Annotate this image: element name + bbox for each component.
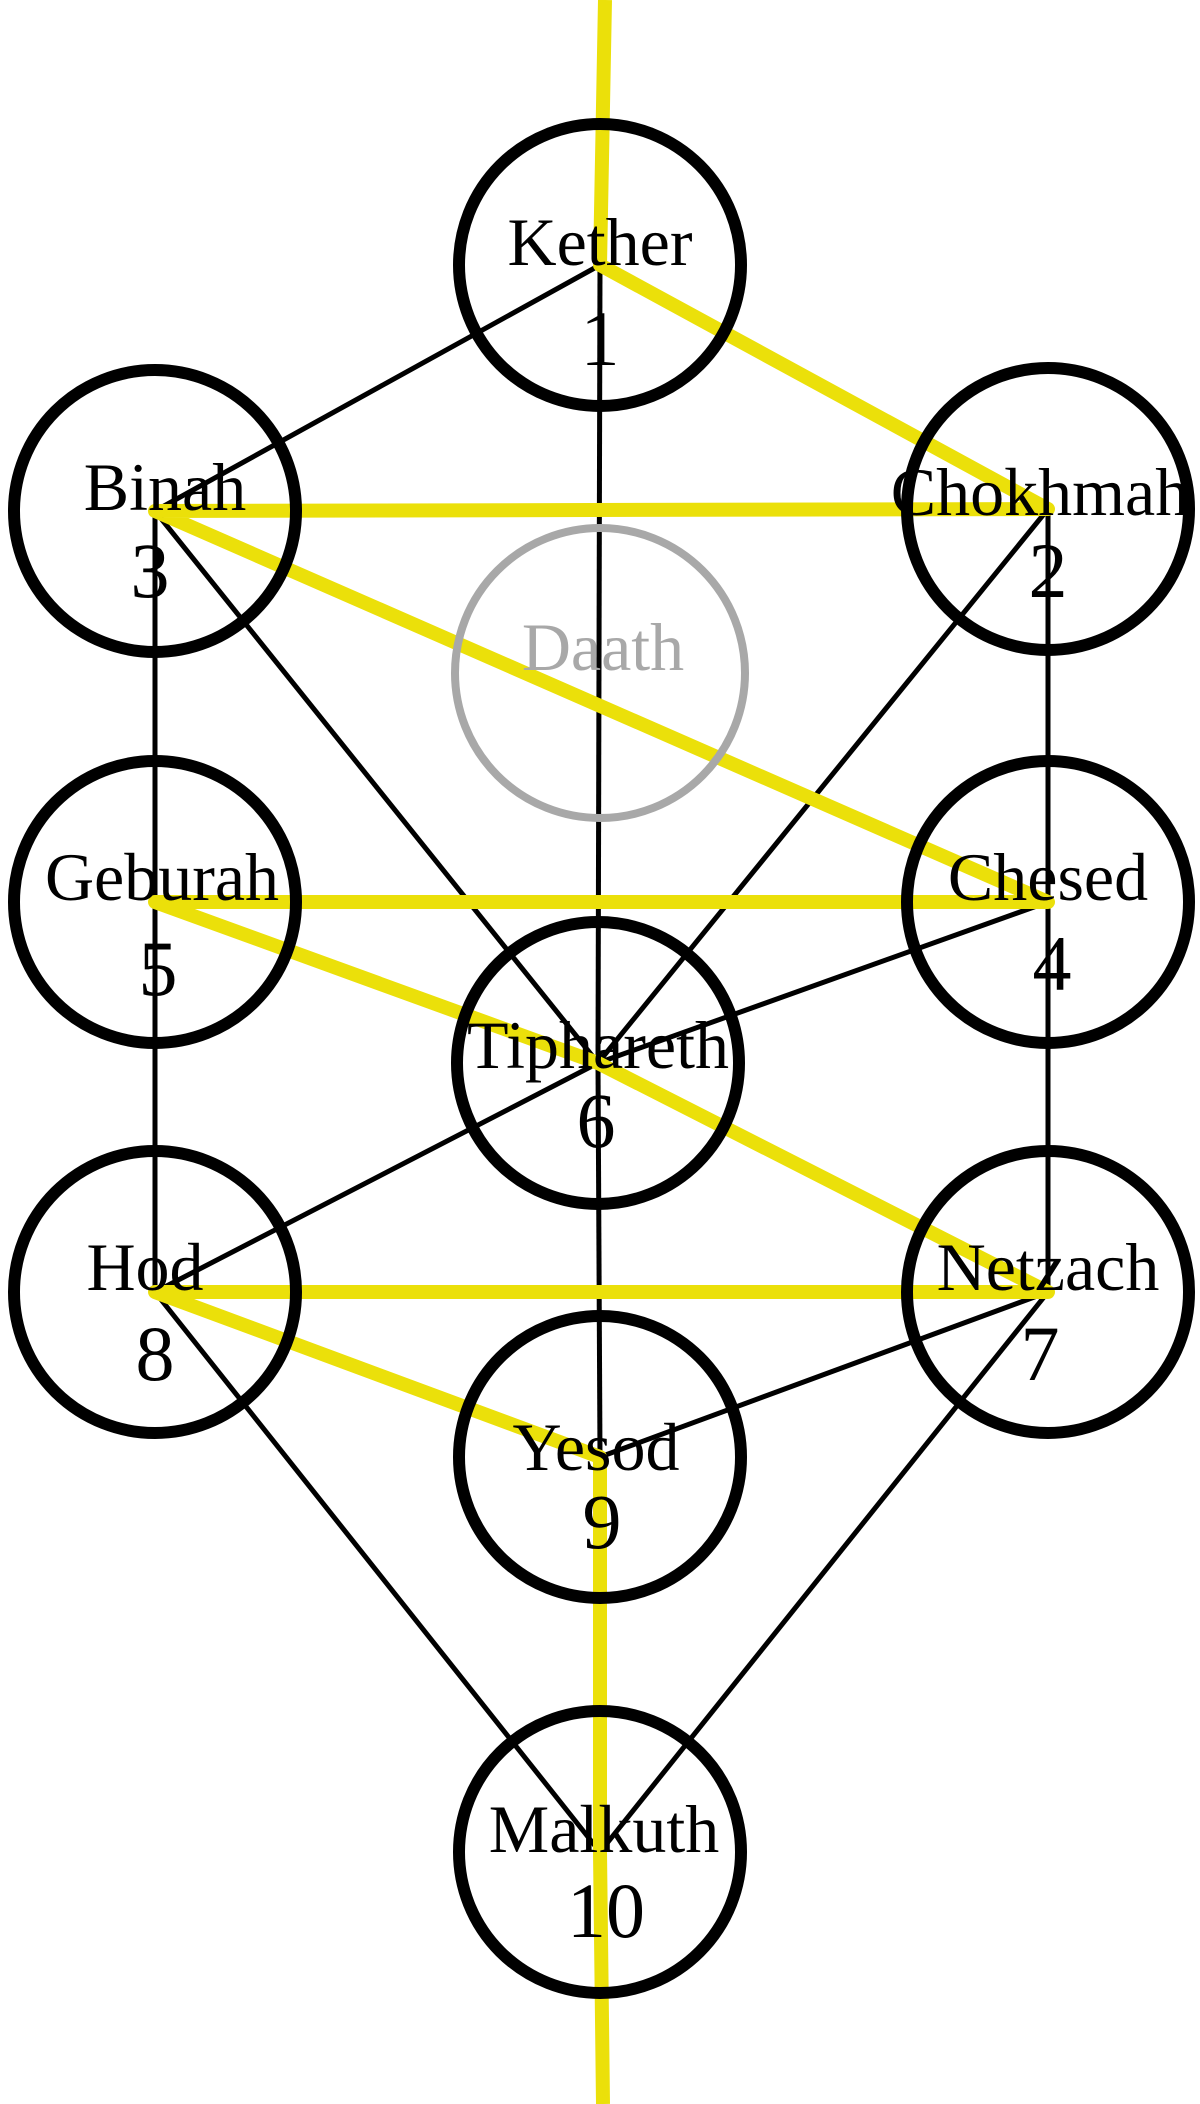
path-netzach-malkuth (598, 1290, 1050, 1854)
sephirah-circle (8, 755, 302, 1049)
sephirah-number: 6 (577, 1077, 616, 1164)
sephirah-daath: Daath (451, 524, 749, 822)
sephirah-name: Chesed (948, 839, 1148, 915)
sephirah-circle (901, 1145, 1195, 1439)
sephirah-number: 9 (583, 1478, 622, 1565)
path-tiphareth-yesod (595, 1062, 603, 1458)
sephirah-circle (901, 362, 1195, 656)
sephirah-name: Yesod (513, 1409, 680, 1485)
sephirah-number: 3 (131, 527, 170, 614)
path-binah-tiphareth (153, 509, 600, 1065)
sephirah-circle (453, 118, 747, 412)
sephirah-number: 8 (136, 1310, 175, 1397)
sephirah-name: Chokhmah (891, 454, 1189, 530)
lightning-flash (148, 0, 1055, 2104)
sephirah-circle (451, 916, 745, 1210)
path-tiphareth-hod (153, 1060, 600, 1295)
path-chesed-tiphareth (597, 899, 1049, 1066)
sephirah-number: 10 (567, 1867, 645, 1954)
sephirah-name: Kether (507, 204, 692, 280)
path-netzach-yesod (599, 1289, 1049, 1460)
sephirah-name: Daath (522, 609, 684, 685)
sephirah-name: Geburah (45, 839, 279, 915)
sephirah-number: 4 (1033, 920, 1072, 1007)
sephirah-name: Tiphareth (467, 1007, 729, 1083)
sephirah-circle (8, 364, 302, 658)
sephirah-circle (453, 1705, 747, 1999)
path-kether-binah (153, 262, 602, 514)
sephirah-number: 1 (581, 295, 620, 382)
lightning-flash-layer (148, 0, 1055, 2104)
sephiroth-layer: Kether1Chokhmah2Binah3Chesed4Geburah5Tip… (8, 118, 1195, 1999)
sephirah-geburah: Geburah 5 (8, 755, 302, 1049)
sephirah-name: Binah (84, 449, 246, 525)
sephirah-name: Netzach (937, 1229, 1160, 1305)
sephirah-number: 7 (1021, 1310, 1060, 1397)
sephirah-name: Hod (86, 1229, 203, 1305)
sephirah-number: 2 (1029, 527, 1068, 614)
path-chokhmah-tiphareth (596, 507, 1050, 1065)
path-hod-malkuth (153, 1290, 602, 1854)
sephirah-circle (451, 524, 749, 822)
sephirah-circle (901, 755, 1195, 1049)
path-kether-tiphareth (595, 264, 603, 1064)
sephirah-kether: Kether 1 (453, 118, 747, 412)
sephirah-circle (8, 1145, 302, 1439)
sephirah-circle (453, 1310, 747, 1604)
sephirah-name: Malkuth (489, 1791, 719, 1867)
sephirah-number: 5 (139, 925, 178, 1012)
